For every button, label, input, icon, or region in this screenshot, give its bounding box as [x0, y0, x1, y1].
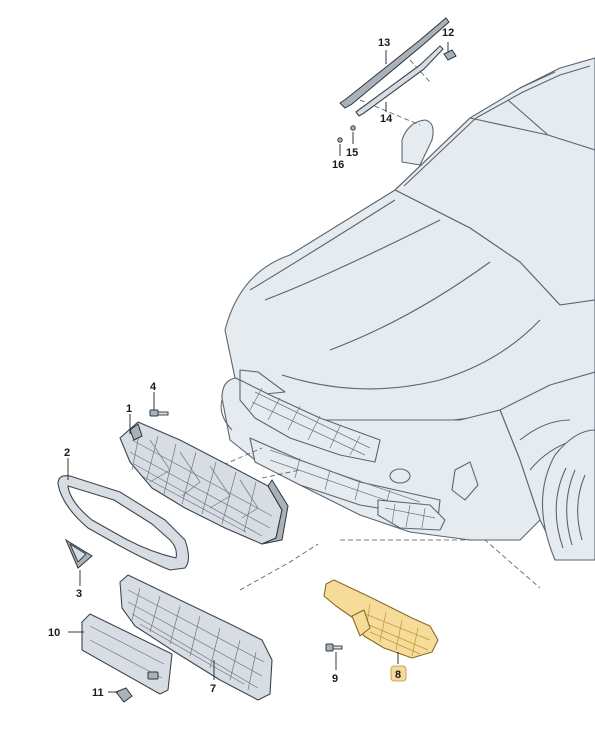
- callout-13: 13: [378, 37, 390, 49]
- lower-grille-7: [119, 574, 273, 701]
- callout-14: 14: [380, 113, 393, 125]
- screw-4: [149, 409, 169, 417]
- callout-15: 15: [346, 147, 358, 159]
- installation-lines: [215, 59, 541, 591]
- callout-16: 16: [332, 159, 344, 171]
- clip-16: [337, 137, 343, 143]
- clip-15: [350, 125, 356, 131]
- license-plate-bracket-10: [81, 613, 173, 695]
- callout-1: 1: [126, 403, 132, 415]
- callout-4: 4: [150, 381, 157, 393]
- front-grille-1: [119, 421, 289, 545]
- callout-12: 12: [442, 27, 454, 39]
- callout-10: 10: [48, 627, 60, 639]
- callout-3: 3: [76, 588, 82, 600]
- callout-11: 11: [92, 687, 104, 699]
- car-body-illustration: [220, 57, 595, 561]
- clip-11: [115, 687, 133, 703]
- grille-frame-2: [57, 475, 190, 571]
- callout-2: 2: [64, 447, 70, 459]
- callout-7: 7: [210, 683, 216, 695]
- screw-9: [325, 643, 343, 652]
- roof-moulding-strips: [339, 17, 450, 117]
- callout-8: 8: [395, 669, 401, 681]
- callout-8-badge: [390, 665, 407, 682]
- callout-numbers: 1 2 3 4 7 8 9 10 11 12 13 14 15 16: [48, 27, 454, 699]
- air-guide-8-highlighted: [323, 579, 439, 659]
- callout-9: 9: [332, 673, 338, 685]
- emblem-3: [64, 538, 93, 569]
- clip-12: [443, 49, 457, 61]
- leader-lines: [67, 42, 449, 693]
